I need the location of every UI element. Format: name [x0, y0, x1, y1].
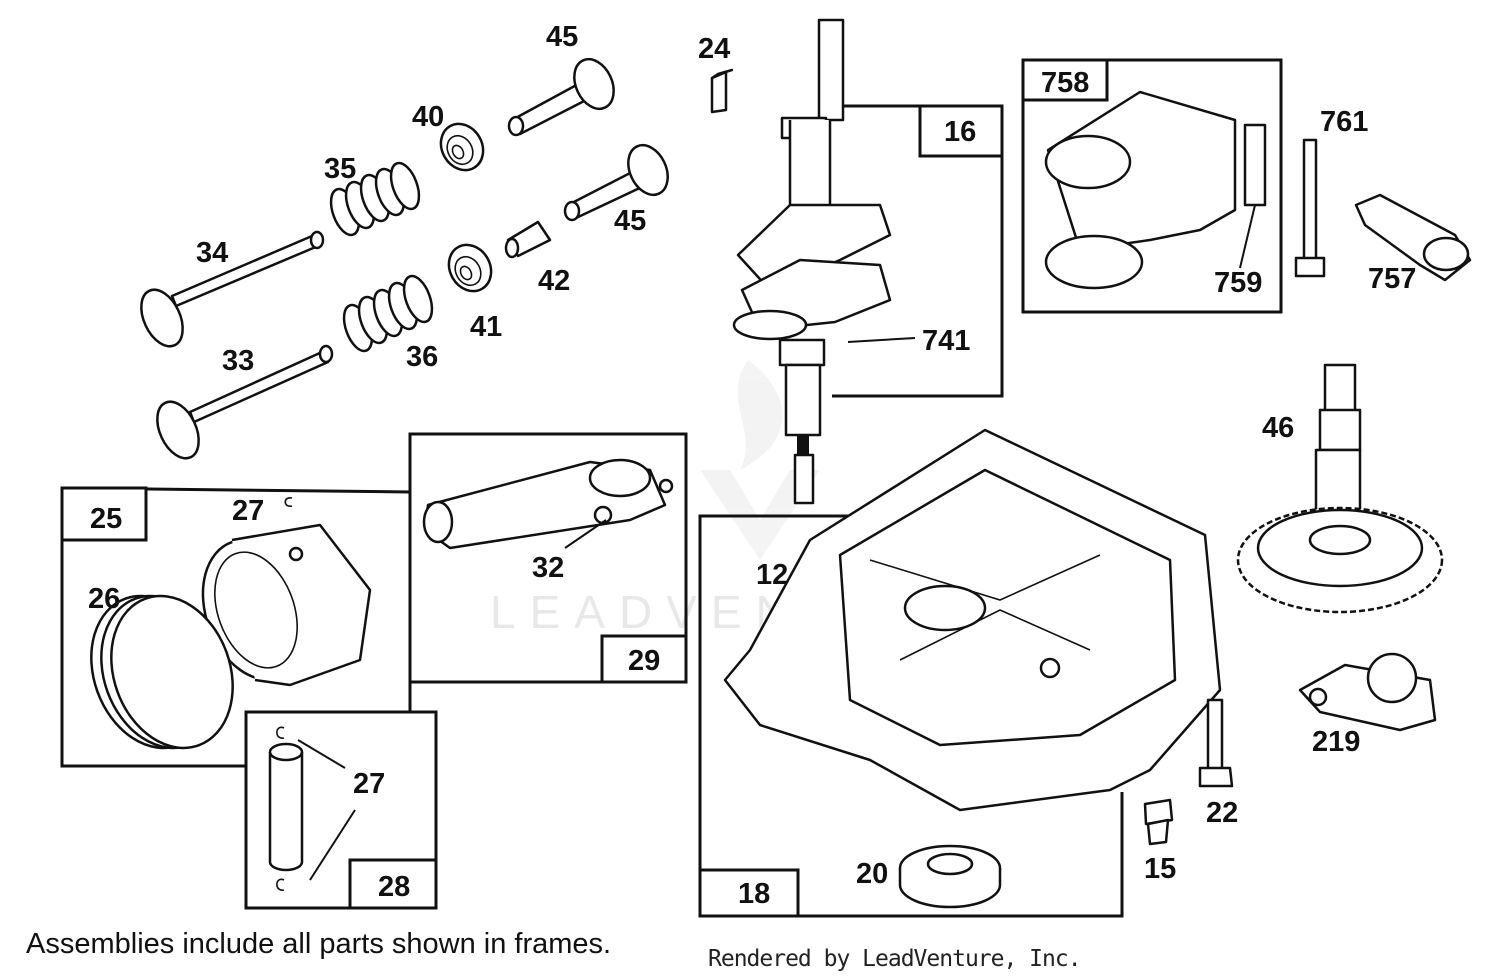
- valve-33: [156, 344, 334, 460]
- part-label-15: 15: [1144, 853, 1176, 885]
- frame-label-758: 758: [1041, 67, 1089, 99]
- retainer-40: [439, 122, 485, 172]
- seal-20: [898, 844, 1002, 909]
- frame-label-29: 29: [628, 645, 660, 677]
- valve-45-bottom: [563, 143, 669, 222]
- part-label-42: 42: [538, 265, 570, 297]
- clip-27-lower: [276, 878, 285, 891]
- part-label-45-bottom: 45: [614, 205, 646, 237]
- bolt-22: [1198, 698, 1234, 788]
- bolt-761: [1294, 138, 1326, 278]
- collet-42: [504, 220, 552, 259]
- frame-label-25: 25: [90, 503, 122, 535]
- leader-27-lower: [309, 809, 356, 881]
- piston: [201, 523, 372, 687]
- frame-tag-28: [348, 858, 438, 910]
- part-label-35: 35: [324, 153, 356, 185]
- clip-27-top: [284, 497, 293, 507]
- valve-34: [140, 230, 325, 348]
- frame-28: [244, 710, 438, 910]
- plug-15: [1143, 798, 1174, 846]
- wrist-pin: [268, 742, 304, 872]
- part-label-24: 24: [698, 33, 730, 65]
- bracket-758: [1044, 90, 1267, 290]
- part-label-45-top: 45: [546, 21, 578, 53]
- leader-741: [847, 337, 916, 343]
- link-757: [1354, 193, 1472, 282]
- part-label-41: 41: [470, 311, 502, 343]
- part-label-32: 32: [532, 552, 564, 584]
- frame-tag-758: [1021, 58, 1109, 102]
- retainer-41: [447, 243, 493, 293]
- part-label-46: 46: [1262, 412, 1294, 444]
- render-credit: Rendered by LeadVenture, Inc.: [708, 946, 1082, 972]
- part-label-759: 759: [1214, 267, 1262, 299]
- part-label-22: 22: [1206, 797, 1238, 829]
- part-label-761: 761: [1320, 106, 1368, 138]
- governor-219: [1298, 652, 1437, 732]
- camshaft-46: [1236, 363, 1444, 614]
- spring-36: [342, 274, 434, 353]
- frame-29: [408, 432, 688, 684]
- frame-label-28: 28: [378, 871, 410, 903]
- clip-27-upper: [276, 726, 285, 739]
- part-label-219: 219: [1312, 726, 1360, 758]
- watermark-logo: [700, 360, 820, 560]
- connecting-rod: [422, 458, 674, 550]
- part-label-27-top: 27: [232, 495, 264, 527]
- frame-label-16: 16: [944, 116, 976, 148]
- leader-759: [1239, 204, 1256, 269]
- part-label-741: 741: [922, 325, 970, 357]
- key-24: [710, 68, 734, 114]
- part-label-20: 20: [856, 858, 888, 890]
- crankshaft: [732, 18, 892, 505]
- part-label-34: 34: [196, 237, 228, 269]
- leader-32: [564, 519, 607, 549]
- sump-12: [723, 428, 1222, 812]
- frame-tag-25: [60, 486, 148, 542]
- part-label-27-frame: 27: [353, 768, 385, 800]
- part-label-26: 26: [88, 583, 120, 615]
- part-label-12: 12: [756, 559, 788, 591]
- part-label-40: 40: [412, 101, 444, 133]
- frame-tag-29: [600, 634, 688, 684]
- frame-tag-18: [698, 868, 800, 918]
- valve-45-top: [507, 57, 615, 137]
- frame-label-18: 18: [738, 878, 770, 910]
- part-label-33: 33: [222, 345, 254, 377]
- piston-rings-26: [90, 594, 234, 750]
- frame-758: [1021, 58, 1283, 314]
- assemblies-note: Assemblies include all parts shown in fr…: [26, 928, 612, 960]
- frame-16: [832, 104, 1004, 398]
- leader-27-upper: [297, 739, 346, 769]
- spring-35: [329, 161, 421, 237]
- frame-tag-16: [918, 104, 1004, 158]
- part-label-36: 36: [406, 341, 438, 373]
- part-label-757: 757: [1368, 263, 1416, 295]
